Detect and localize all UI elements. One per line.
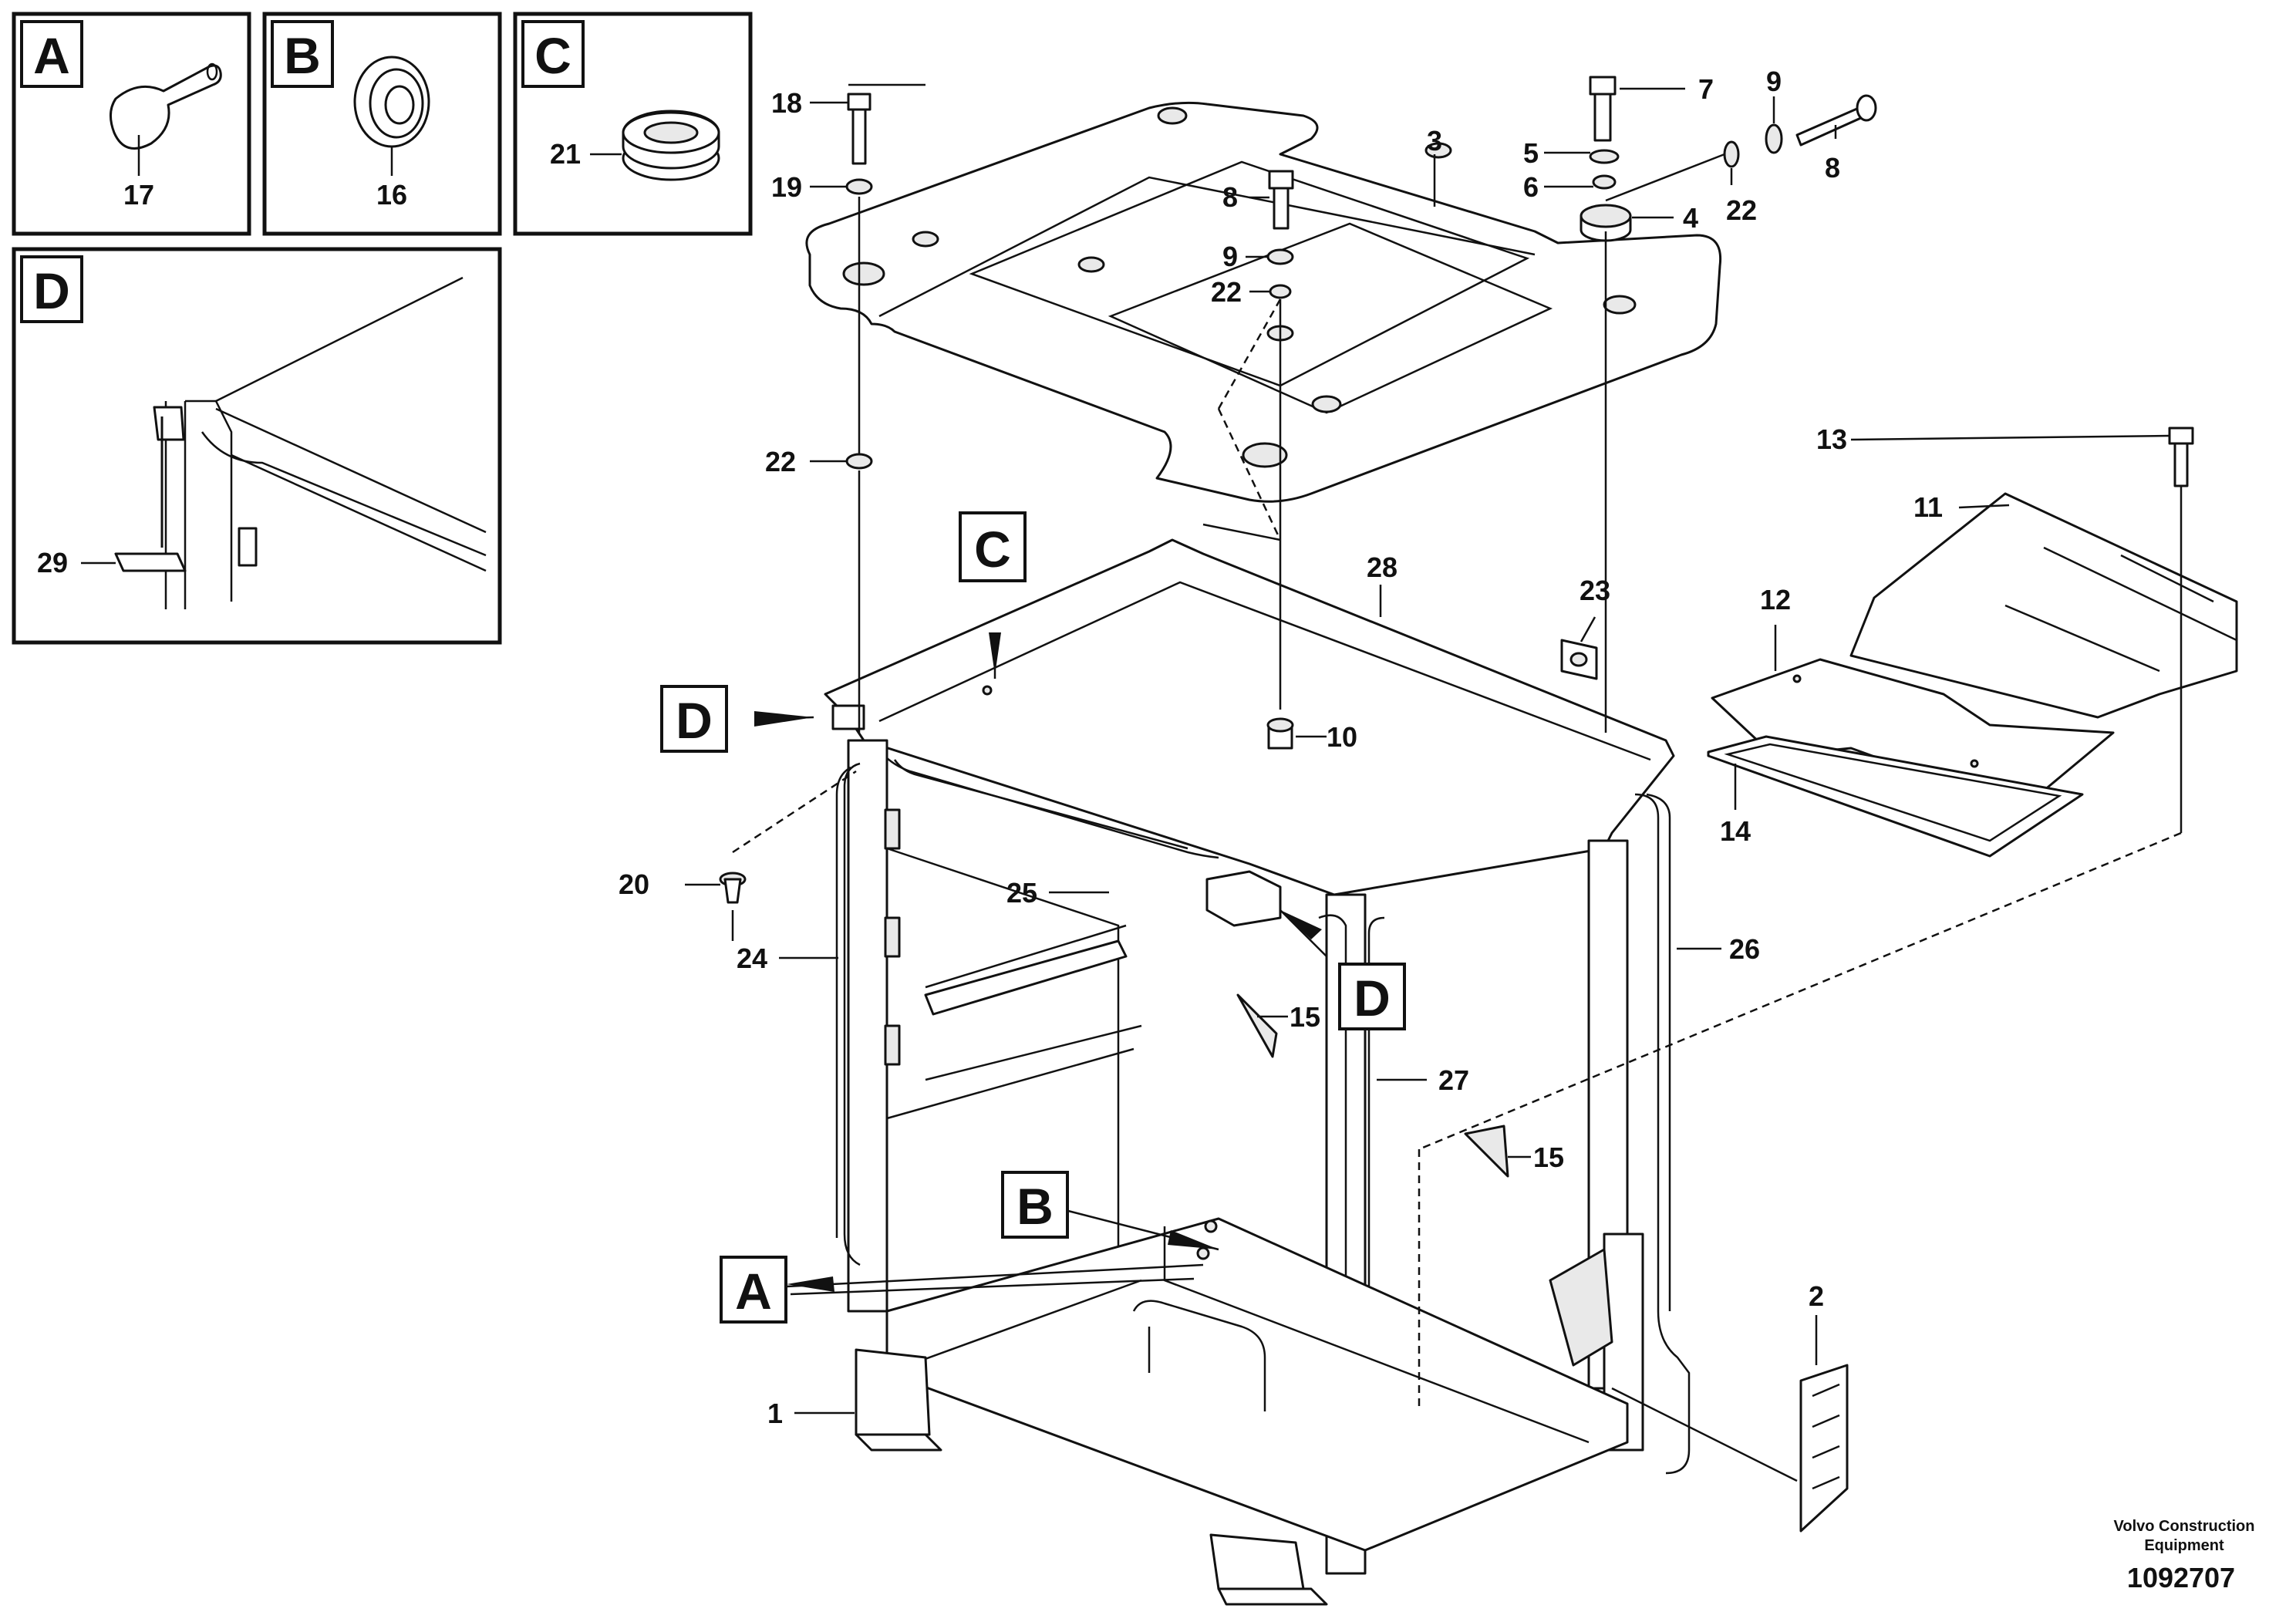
detail-box-b: B 16 [262,12,502,236]
leader-lines [685,83,2170,1482]
callout-17: 17 [123,179,154,211]
callout-24: 24 [737,943,767,974]
frame-ref-d-right: D [1354,969,1391,1027]
bolt-part-7 [1589,76,1617,142]
callout-5: 5 [1523,137,1539,169]
tag-c: C [959,511,1027,582]
callout-4: 4 [1683,202,1698,234]
callout-11: 11 [1913,491,1943,523]
detail-box-d: D 29 [12,247,502,645]
callout-13: 13 [1816,423,1847,455]
callout-15a: 15 [1290,1001,1320,1033]
gasket-part-14 [1707,735,2084,858]
callout-20: 20 [619,868,649,900]
callout-10: 10 [1327,721,1357,753]
callout-numbers: 18 19 8 9 22 3 7 5 6 4 9 22 8 22 28 23 1… [619,66,1943,1429]
frame-ref-a: A [735,1263,772,1320]
washer-part-22c [845,453,873,470]
callout-1: 1 [767,1398,783,1429]
washer-part-9a [1266,248,1294,265]
bushing-part-4 [1580,204,1632,242]
grommet-part-21 [590,110,720,181]
triangle-pad-part-15a [1236,993,1278,1058]
callout-26: 26 [1729,933,1760,965]
tag-a: A [720,1256,787,1324]
callout-9a: 9 [1222,241,1238,272]
detail-label-d: D [33,262,70,319]
washer-part-5 [1589,149,1620,164]
detail-d-corner-view [81,276,487,609]
tag-b: B [1001,1171,1069,1239]
callout-25: 25 [1006,877,1037,909]
callout-21: 21 [550,138,581,170]
bolt-part-8b [1795,94,1877,147]
detail-label-a: A [33,27,70,84]
callout-28: 28 [1367,551,1397,583]
callout-8b: 8 [1825,152,1840,184]
grommet-part-20 [719,872,747,904]
callout-29: 29 [37,547,68,578]
brand-line-1: Volvo Construction [2114,1518,2255,1535]
callout-19: 19 [771,171,802,203]
callout-14: 14 [1720,815,1751,847]
callout-18: 18 [771,87,802,119]
corner-bracket-d [831,704,1282,927]
callout-3: 3 [1427,125,1442,157]
washer-part-19 [845,178,873,195]
washer-part-9b [1765,123,1783,154]
detail-box-a: A 17 [12,12,251,236]
bolt-part-8a [1268,170,1294,230]
panel-part-11 [1849,492,2238,719]
callout-7: 7 [1698,73,1714,105]
detail-label-b: B [284,27,321,84]
assembly-lines [731,153,2183,1411]
washer-part-22a [1269,284,1292,299]
frame-ref-c: C [974,521,1011,578]
spacer-part-6 [1592,174,1617,190]
tag-d-right: D [1338,963,1406,1030]
frame-ref-d-left: D [676,692,713,749]
brand-line-2: Equipment [2144,1537,2224,1554]
callout-8a: 8 [1222,181,1238,213]
callout-9b: 9 [1766,66,1782,97]
detail-label-c: C [534,27,571,84]
grommet-part-10 [1266,717,1294,750]
callout-23: 23 [1580,575,1610,606]
bolt-part-18 [847,93,872,165]
pointer-arrows [754,632,1322,1292]
tag-d-left: D [660,685,728,753]
callout-6: 6 [1523,171,1539,203]
triangle-pad-part-15b [1464,1125,1509,1178]
callout-15b: 15 [1533,1141,1564,1173]
callout-27: 27 [1438,1064,1469,1096]
washer-part-22b [1723,140,1740,168]
footer: Volvo Construction Equipment 1092707 [2114,1518,2255,1593]
callout-12: 12 [1760,584,1791,615]
callout-2: 2 [1809,1280,1824,1312]
step-part-2 [1799,1364,1849,1533]
roof-panel-part-3 [805,101,1722,503]
cab-frame [824,538,1691,1606]
frame-ref-b: B [1017,1178,1054,1235]
callout-22a: 22 [1211,276,1242,308]
callout-16: 16 [376,179,407,211]
detail-box-c: C 21 [513,12,753,236]
pad-part-23 [1560,639,1598,680]
callout-22c: 22 [765,446,796,477]
grommet-part-16 [353,56,430,176]
knob-part-17 [110,62,222,176]
bolt-part-13 [2168,427,2194,487]
document-number: 1092707 [2127,1562,2235,1593]
callout-22b: 22 [1726,194,1757,226]
